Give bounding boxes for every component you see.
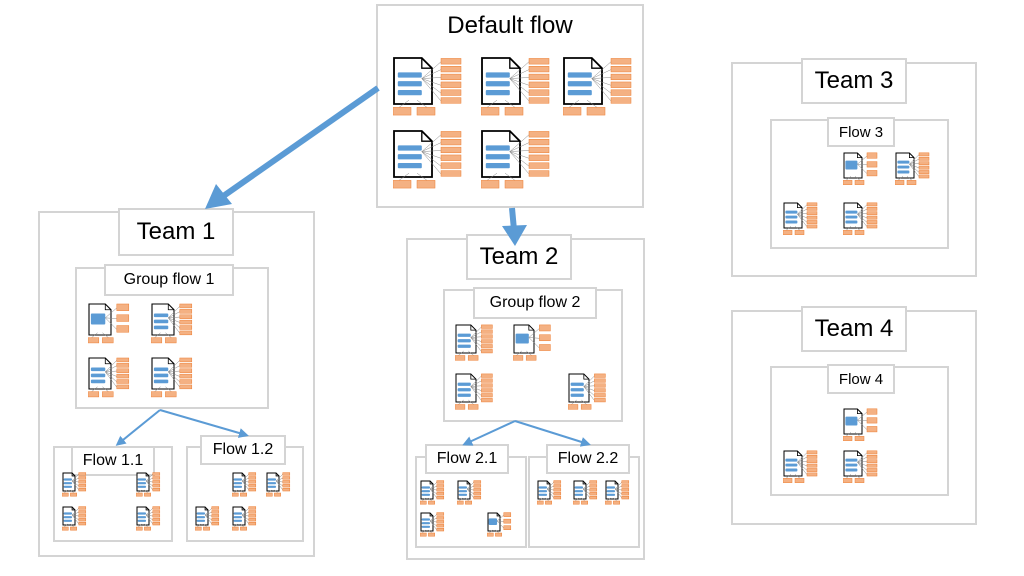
- default-flow-title: Default flow: [447, 12, 573, 39]
- document-icon: [572, 480, 605, 511]
- document-icon: [604, 480, 637, 511]
- document-icon: [567, 373, 619, 417]
- document-icon: [150, 357, 206, 405]
- document-icon: [150, 303, 206, 351]
- document-icon: [392, 130, 485, 197]
- group-flow-1-label: Group flow 1: [104, 264, 234, 296]
- document-icon: [842, 408, 889, 448]
- team4-title: Team 4: [801, 306, 907, 352]
- document-icon: [454, 324, 506, 368]
- document-icon: [842, 202, 889, 242]
- team1-title: Team 1: [118, 208, 234, 256]
- document-icon: [87, 357, 143, 405]
- document-icon: [135, 472, 168, 503]
- document-icon: [562, 57, 655, 124]
- document-icon: [265, 472, 298, 503]
- flow-4-label: Flow 4: [827, 364, 895, 394]
- document-icon: [782, 450, 829, 490]
- flow-3-label: Flow 3: [827, 117, 895, 147]
- document-icon: [231, 506, 264, 537]
- arrow-default-to-team2: [509, 207, 517, 231]
- flow-1-1-label: Flow 1.1: [71, 446, 155, 476]
- document-icon: [512, 324, 564, 368]
- arrowhead-team1: [205, 184, 232, 209]
- arrow-default-to-team1: [220, 85, 380, 200]
- document-icon: [87, 303, 143, 351]
- flow-2-1-label: Flow 2.1: [425, 444, 509, 474]
- document-icon: [536, 480, 569, 511]
- document-icon: [842, 450, 889, 490]
- team3-title: Team 3: [801, 58, 907, 104]
- document-icon: [480, 57, 573, 124]
- document-icon: [194, 506, 227, 537]
- document-icon: [61, 506, 94, 537]
- flow-1-2-label: Flow 1.2: [200, 435, 286, 465]
- document-icon: [782, 202, 829, 242]
- document-icon: [894, 152, 941, 192]
- document-icon: [392, 57, 485, 124]
- document-icon: [231, 472, 264, 503]
- document-icon: [419, 480, 452, 511]
- document-icon: [419, 512, 452, 543]
- document-icon: [135, 506, 168, 537]
- document-icon: [842, 152, 889, 192]
- team2-title: Team 2: [466, 234, 572, 280]
- document-icon: [486, 512, 519, 543]
- group-flow-2-label: Group flow 2: [473, 287, 597, 319]
- flow-2-2-label: Flow 2.2: [546, 444, 630, 474]
- document-icon: [480, 130, 573, 197]
- document-icon: [456, 480, 489, 511]
- document-icon: [61, 472, 94, 503]
- document-icon: [454, 373, 506, 417]
